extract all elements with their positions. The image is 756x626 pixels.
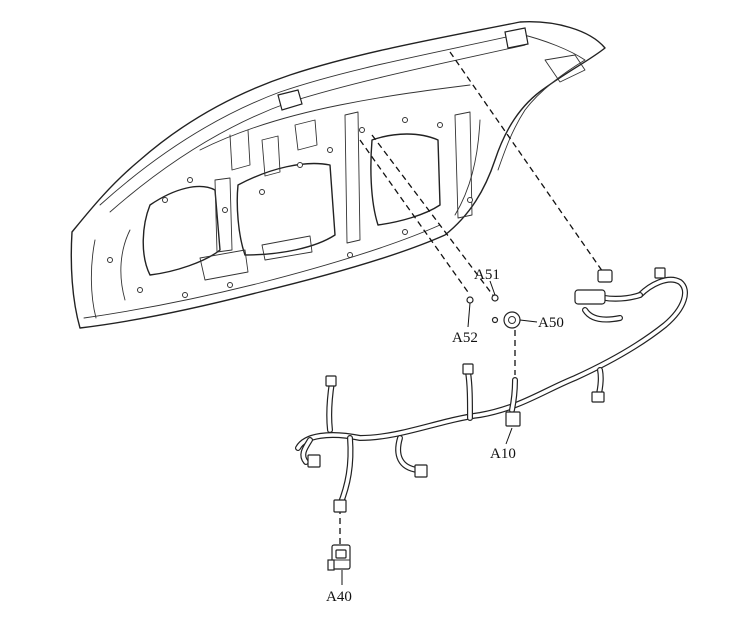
switch-assembly-a40: [327, 544, 351, 571]
clip-a51: [491, 294, 499, 302]
callout-leaders: [341, 280, 538, 585]
liftgate-inner-panel: [70, 21, 606, 329]
callout-a50: A50: [538, 315, 564, 331]
callout-a52: A52: [452, 330, 478, 346]
wiring-harness: [295, 267, 688, 513]
callout-a40: A40: [326, 589, 352, 605]
clip-a52: [466, 296, 499, 324]
callout-a10: A10: [490, 446, 516, 462]
routing-lines: [339, 51, 606, 545]
callout-a51: A51: [474, 267, 500, 283]
connector-a50: [503, 311, 521, 329]
